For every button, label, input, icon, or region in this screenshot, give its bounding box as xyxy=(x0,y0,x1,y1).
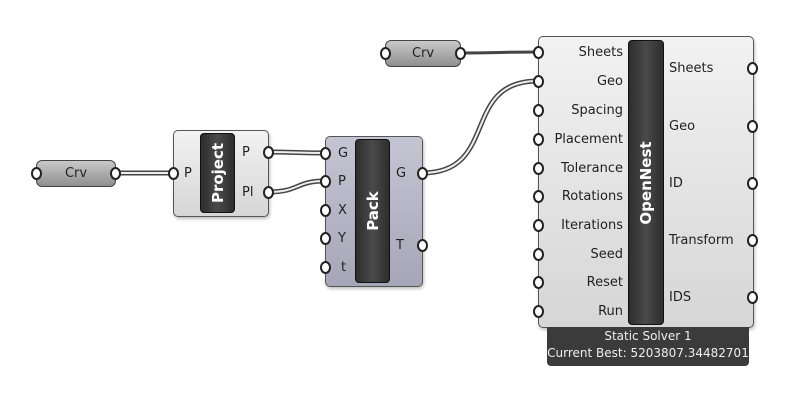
project-title-bar: Project xyxy=(200,133,235,213)
output-t: T xyxy=(396,238,404,253)
input-geo: Geo xyxy=(596,74,623,89)
project-title: Project xyxy=(208,142,227,204)
grip-opennest-out-geo[interactable] xyxy=(747,120,758,133)
grip-opennest-out-sheets[interactable] xyxy=(747,62,758,75)
pack-component[interactable]: Pack G P X Y t G T xyxy=(325,136,423,287)
input-t: t xyxy=(341,260,347,275)
pack-title-bar: Pack xyxy=(355,139,390,283)
input-p: P xyxy=(338,174,346,189)
grip-opennest-in-run[interactable] xyxy=(533,305,544,318)
output-p: P xyxy=(242,145,250,160)
grip-pack-in-x[interactable] xyxy=(320,204,331,217)
input-spacing: Spacing xyxy=(571,103,623,118)
input-placement: Placement xyxy=(554,132,623,147)
grip-opennest-in-tolerance[interactable] xyxy=(533,162,544,175)
input-g: G xyxy=(338,146,349,161)
input-sheets: Sheets xyxy=(578,45,623,60)
input-iterations: Iterations xyxy=(561,218,623,233)
grip-opennest-in-geo[interactable] xyxy=(533,75,544,88)
grip-pack-in-t[interactable] xyxy=(320,261,331,274)
crv-param-top[interactable]: Crv xyxy=(385,40,461,67)
grip-project-out-pl[interactable] xyxy=(263,186,274,199)
opennest-title: OpenNest xyxy=(637,140,655,225)
wire-crv-to-opennest-sheets xyxy=(458,50,540,55)
solver-status: Static Solver 1 xyxy=(604,329,692,343)
grip-opennest-in-iterations[interactable] xyxy=(533,219,544,232)
grip-pack-in-y[interactable] xyxy=(320,232,331,245)
crv-label: Crv xyxy=(411,46,435,61)
grip-crv-top-in[interactable] xyxy=(380,47,391,60)
project-component[interactable]: Project P P Pl xyxy=(173,130,269,217)
grip-opennest-out-ids[interactable] xyxy=(747,291,758,304)
input-run: Run xyxy=(598,304,623,319)
opennest-component[interactable]: OpenNest Sheets Geo Spacing Placement To… xyxy=(538,36,754,328)
grip-opennest-in-reset[interactable] xyxy=(533,276,544,289)
pack-title: Pack xyxy=(363,191,382,231)
input-y: Y xyxy=(338,231,346,246)
input-reset: Reset xyxy=(586,275,623,290)
output-g: G xyxy=(396,166,407,181)
crv-param-left[interactable]: Crv xyxy=(36,160,116,187)
output-ids: IDS xyxy=(669,290,692,305)
current-best: Current Best: 5203807.34482701 xyxy=(547,346,749,360)
grip-project-in-p[interactable] xyxy=(168,167,179,180)
input-x: X xyxy=(338,203,347,218)
grip-crv-left-out[interactable] xyxy=(110,167,121,180)
opennest-title-bar: OpenNest xyxy=(628,40,664,325)
input-p: P xyxy=(184,166,192,181)
grip-crv-top-out[interactable] xyxy=(455,47,466,60)
output-transform: Transform xyxy=(669,233,734,248)
input-tolerance: Tolerance xyxy=(561,161,623,176)
grip-pack-in-g[interactable] xyxy=(320,147,331,160)
grip-opennest-in-spacing[interactable] xyxy=(533,104,544,117)
output-pl: Pl xyxy=(242,185,254,200)
crv-label: Crv xyxy=(64,166,88,181)
output-geo: Geo xyxy=(669,119,696,134)
grip-opennest-in-sheets[interactable] xyxy=(533,46,544,59)
grip-pack-in-p[interactable] xyxy=(320,175,331,188)
grip-crv-left-in[interactable] xyxy=(31,167,42,180)
grip-opennest-out-transform[interactable] xyxy=(747,234,758,247)
opennest-status-footer: Static Solver 1 Current Best: 5203807.34… xyxy=(547,327,749,366)
grip-pack-out-g[interactable] xyxy=(417,167,428,180)
grip-project-out-p[interactable] xyxy=(263,146,274,159)
grip-pack-out-t[interactable] xyxy=(417,239,428,252)
grip-opennest-in-seed[interactable] xyxy=(533,248,544,261)
grip-opennest-in-rotations[interactable] xyxy=(533,190,544,203)
input-seed: Seed xyxy=(590,247,624,262)
output-id: ID xyxy=(669,176,683,191)
grip-opennest-in-placement[interactable] xyxy=(533,133,544,146)
output-sheets: Sheets xyxy=(669,61,714,76)
grip-opennest-out-id[interactable] xyxy=(747,177,758,190)
input-rotations: Rotations xyxy=(561,189,623,204)
